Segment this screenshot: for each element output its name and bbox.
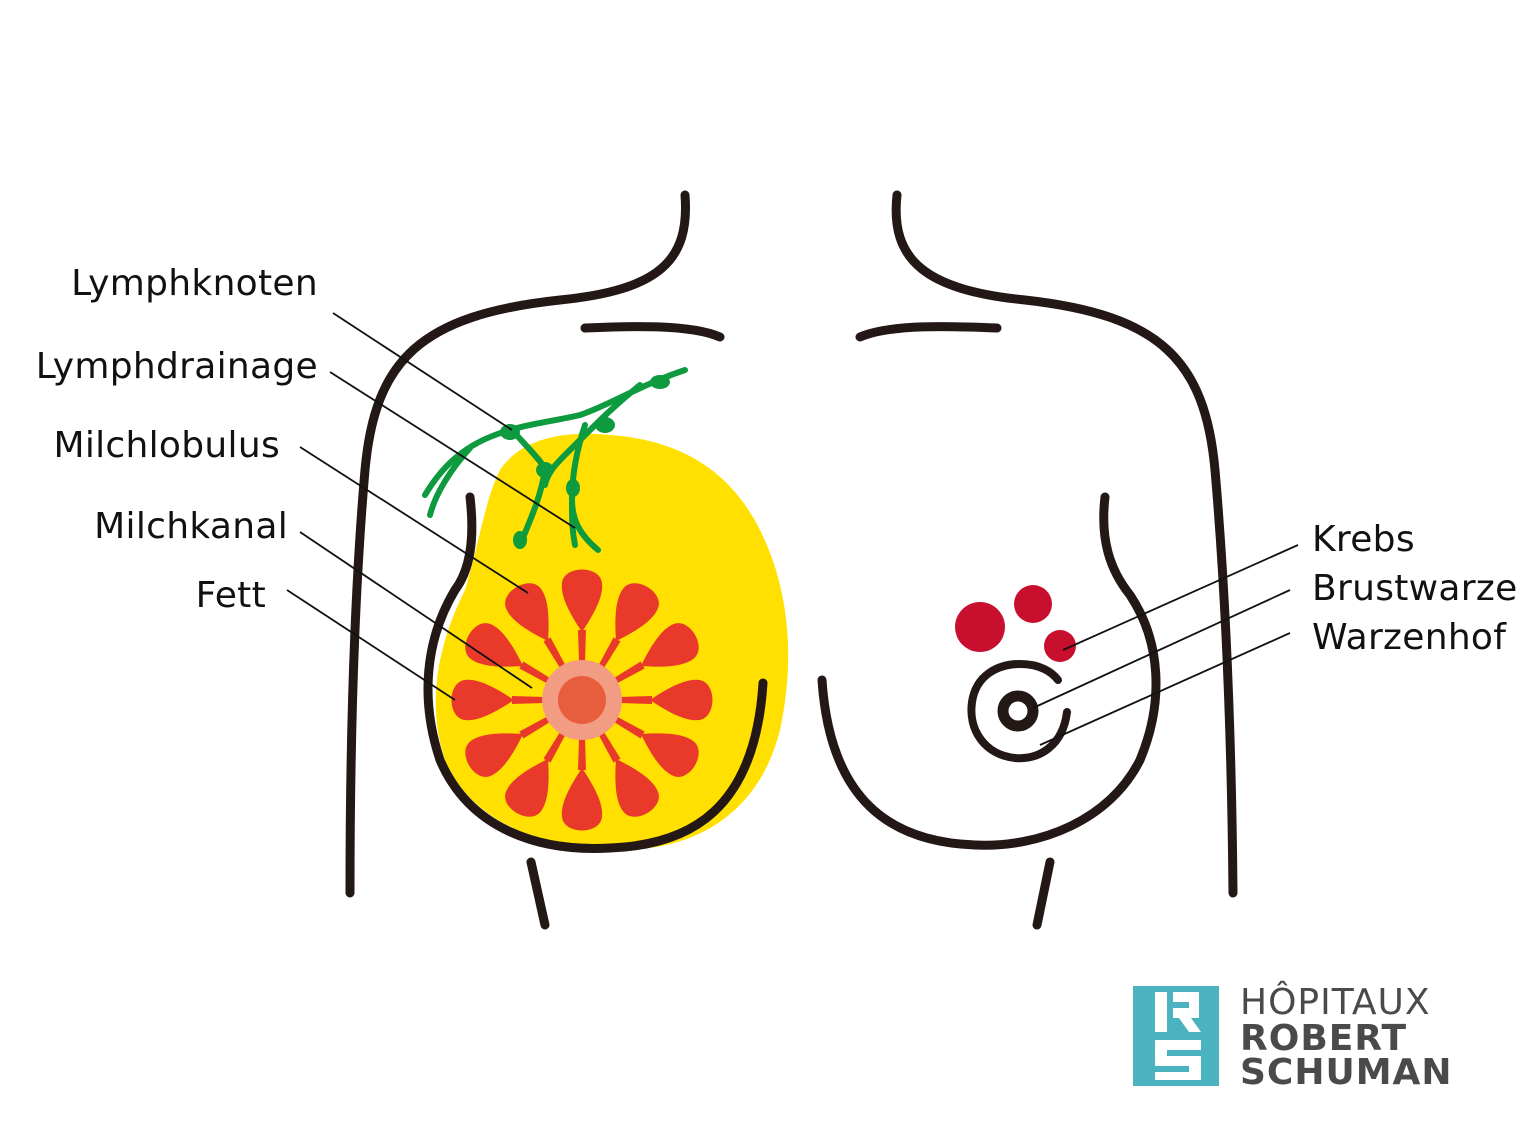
milk-lobule	[620, 679, 713, 721]
leader-lymphknoten	[332, 312, 513, 431]
logo-line-robert: ROBERT	[1240, 1018, 1408, 1059]
label-milchkanal: Milchkanal	[94, 506, 288, 547]
right-neck-line	[891, 190, 1238, 898]
milk-lobule	[451, 679, 544, 721]
leader-lymphdrainage	[329, 371, 576, 529]
left-waist-line	[526, 857, 550, 930]
leader-milchkanal	[299, 531, 533, 689]
left-collarbone	[580, 322, 725, 342]
left-breast-outline	[423, 492, 768, 853]
logo-line-hopitaux: HÔPITAUX	[1240, 982, 1431, 1023]
milk-lobule	[598, 583, 659, 669]
label-brustwarze: Brustwarze	[1312, 568, 1518, 609]
leader-fett	[286, 589, 456, 701]
right-waist-line	[1032, 857, 1055, 930]
right-breast-outline	[817, 492, 1161, 850]
right-collarbone	[855, 322, 1002, 342]
milk-lobule	[505, 731, 566, 817]
left-neck-line	[345, 190, 691, 898]
milk-lobule	[598, 731, 659, 817]
milk-lobules	[451, 569, 713, 831]
milk-lobule	[465, 623, 551, 684]
leader-brustwarze	[1032, 589, 1291, 709]
milk-lobule	[465, 716, 551, 777]
leader-warzenhof	[1039, 632, 1291, 746]
label-fett: Fett	[195, 575, 266, 616]
milk-lobule	[613, 716, 699, 777]
milk-lobule	[561, 569, 603, 662]
logo-line-schuman: SCHUMAN	[1240, 1052, 1453, 1093]
label-warzenhof: Warzenhof	[1312, 617, 1507, 658]
right-areola-ring	[967, 659, 1071, 763]
right-nipple	[997, 690, 1039, 732]
label-lymphknoten: Lymphknoten	[71, 263, 318, 304]
milk-lobule	[613, 623, 699, 684]
leader-milchlobulus	[299, 446, 529, 594]
leader-lines	[286, 312, 1299, 746]
label-krebs: Krebs	[1312, 519, 1415, 560]
label-milchlobulus: Milchlobulus	[53, 425, 280, 466]
label-lymphdrainage: Lymphdrainage	[35, 346, 318, 387]
body-outline	[345, 190, 1238, 930]
hospital-logo-mark	[1133, 986, 1219, 1086]
milk-lobule	[505, 583, 566, 669]
milk-lobule	[561, 738, 603, 831]
lymph-nodes	[500, 375, 670, 549]
cancer-spots	[955, 585, 1076, 662]
leader-krebs	[1062, 544, 1299, 651]
left-nipple	[558, 676, 606, 724]
